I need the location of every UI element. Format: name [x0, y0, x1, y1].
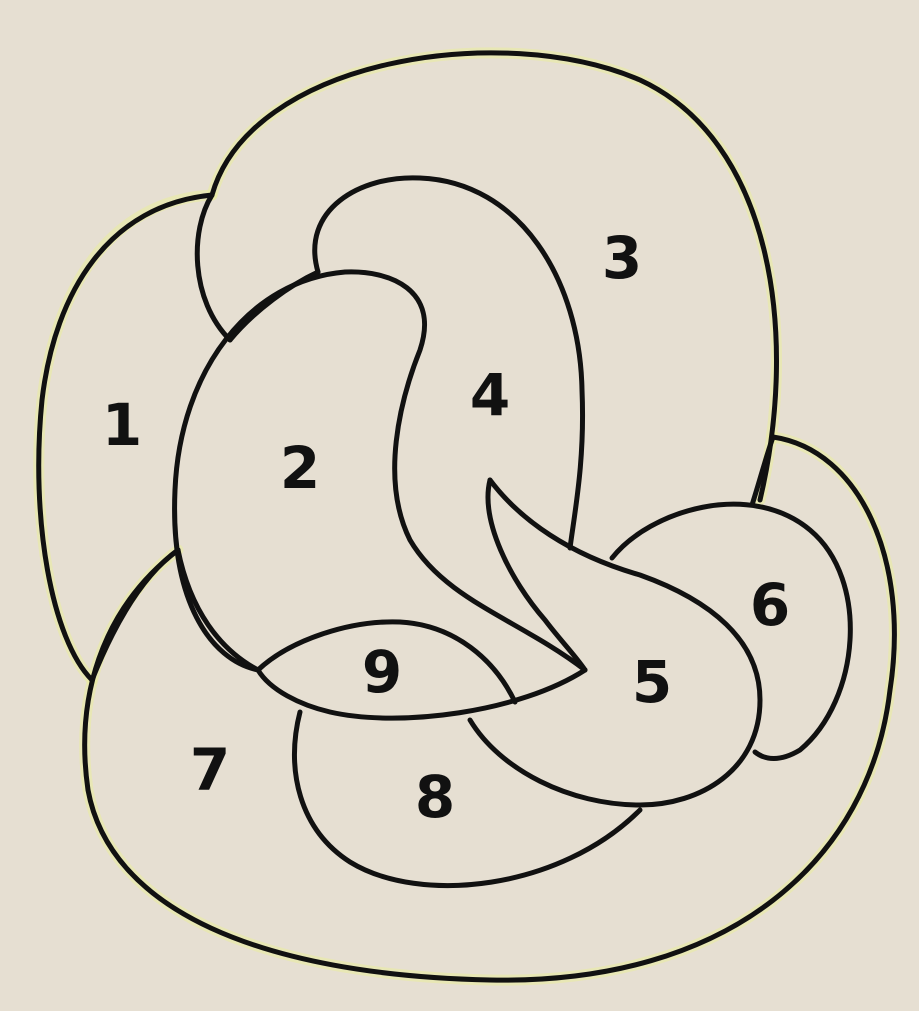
region-label-1: 1 — [102, 391, 142, 459]
outline-region-9-bottom — [258, 670, 585, 718]
outline-region-7-inner — [178, 550, 258, 670]
outline-region-5-tail — [470, 480, 760, 805]
region-label-9: 9 — [362, 638, 402, 706]
region-label-7: 7 — [190, 736, 230, 804]
outline-region-3-inner — [197, 195, 230, 340]
region-label-3: 3 — [602, 224, 642, 292]
diagram-outlines — [39, 53, 895, 980]
region-label-2: 2 — [280, 434, 320, 502]
region-labels: 1 2 3 4 5 6 7 8 9 — [102, 224, 790, 831]
region-label-8: 8 — [415, 763, 455, 831]
outline-region-4-top — [315, 178, 583, 548]
outline-region-5-hook — [488, 480, 585, 670]
region-label-5: 5 — [632, 648, 672, 716]
region-label-6: 6 — [750, 571, 790, 639]
outline-region-1-inner — [92, 550, 178, 680]
region-label-4: 4 — [470, 361, 510, 429]
